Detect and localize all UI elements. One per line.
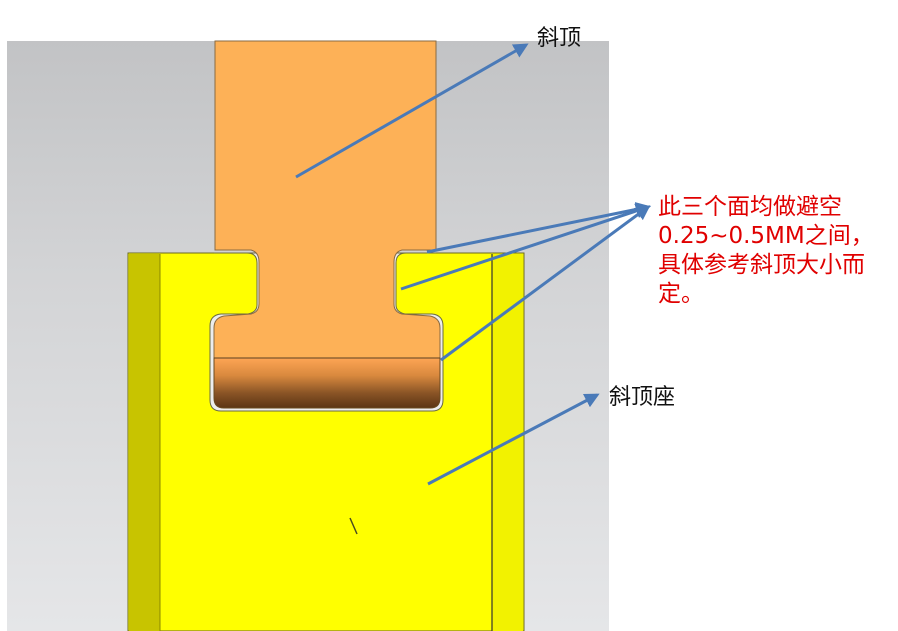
arrow-face-1	[426, 202, 651, 254]
arrow-face-2	[400, 203, 651, 291]
note-line: 定。	[658, 281, 704, 307]
lifter-seat-label: 斜顶座	[609, 385, 676, 410]
arrow-to-seat	[427, 393, 600, 486]
lifter-bottom-face	[213, 357, 441, 409]
note-line: 具体参考斜顶大小而	[658, 252, 865, 278]
seat-left-side-face	[129, 254, 160, 631]
note-line: 此三个面均做避空	[658, 194, 842, 220]
note-line: 0.25~0.5MM之间，	[658, 223, 874, 249]
lifter	[213, 40, 441, 409]
clearance-note: 此三个面均做避空 0.25~0.5MM之间， 具体参考斜顶大小而 定。	[658, 193, 874, 309]
leader-arrows	[295, 43, 651, 486]
arrow-to-lifter	[295, 43, 529, 179]
lifter-label: 斜顶	[537, 26, 582, 51]
arrow-face-3	[440, 205, 651, 362]
